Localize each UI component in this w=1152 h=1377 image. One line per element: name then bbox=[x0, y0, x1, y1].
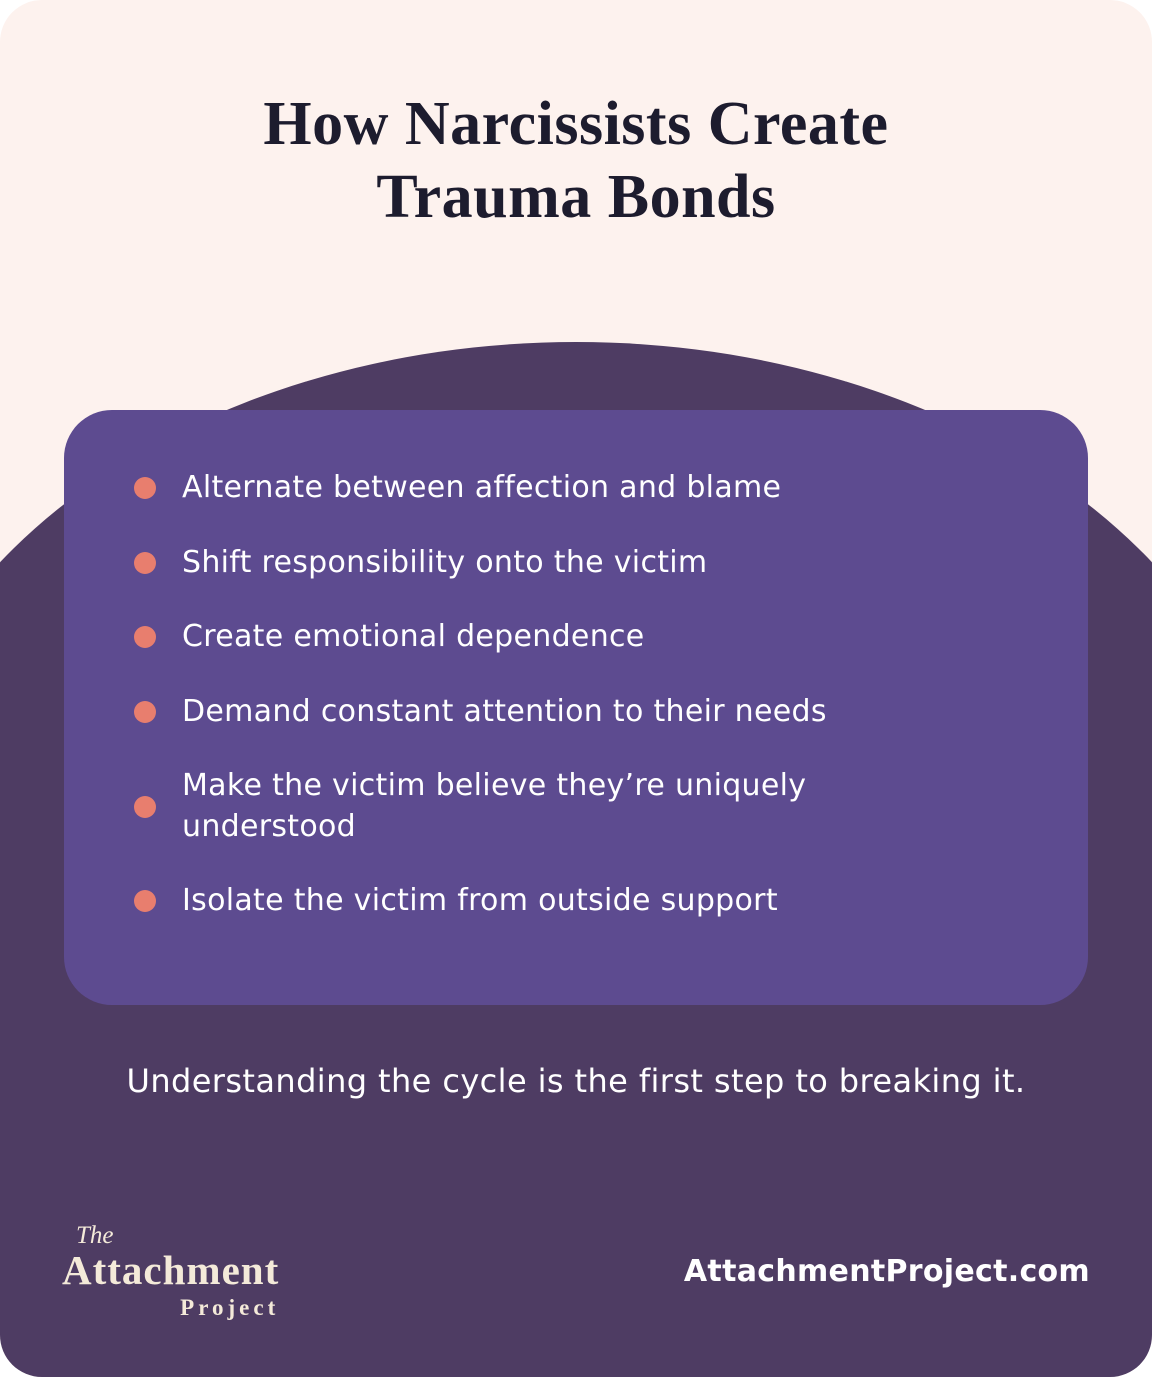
list-item-text: Isolate the victim from outside support bbox=[182, 883, 778, 918]
bullet-list-card: Alternate between affection and blame Sh… bbox=[64, 410, 1088, 1005]
list-item-text: Make the victim believe they’re uniquely… bbox=[182, 768, 807, 844]
website-text: AttachmentProject.com bbox=[683, 1253, 1090, 1289]
footer: The Attachment Project AttachmentProject… bbox=[0, 1223, 1152, 1319]
page-title-line-2: Trauma Bonds bbox=[376, 162, 776, 231]
bullet-icon bbox=[134, 626, 156, 649]
bullet-icon bbox=[134, 477, 156, 500]
list-item-text: Create emotional dependence bbox=[182, 619, 645, 654]
list-item: Create emotional dependence bbox=[134, 617, 1030, 658]
list-item-text: Alternate between affection and blame bbox=[182, 470, 782, 505]
logo-the-text: The bbox=[76, 1222, 114, 1249]
attachment-project-logo: The Attachment Project bbox=[62, 1223, 279, 1319]
list-item-text: Shift responsibility onto the victim bbox=[182, 544, 708, 580]
bullet-icon bbox=[134, 700, 156, 723]
bullet-icon bbox=[134, 795, 156, 818]
logo-project-text: Project bbox=[180, 1295, 280, 1320]
list-item: Isolate the victim from outside support bbox=[134, 881, 1030, 922]
bullet-icon bbox=[134, 551, 156, 574]
list-item: Alternate between affection and blame bbox=[134, 468, 1030, 509]
list-item: Make the victim believe they’re uniquely… bbox=[134, 766, 1030, 847]
page-title: How Narcissists Create Trauma Bonds bbox=[0, 88, 1152, 233]
bullet-icon bbox=[134, 890, 156, 913]
list-item: Demand constant attention to their needs bbox=[134, 692, 1030, 733]
caption-text: Understanding the cycle is the first ste… bbox=[126, 1062, 1026, 1100]
logo-attachment-text: Attachment bbox=[62, 1247, 280, 1293]
list-item-text: Demand constant attention to their needs bbox=[182, 693, 827, 729]
page-title-line-1: How Narcissists Create bbox=[263, 90, 889, 158]
list-item: Shift responsibility onto the victim bbox=[134, 543, 1030, 584]
